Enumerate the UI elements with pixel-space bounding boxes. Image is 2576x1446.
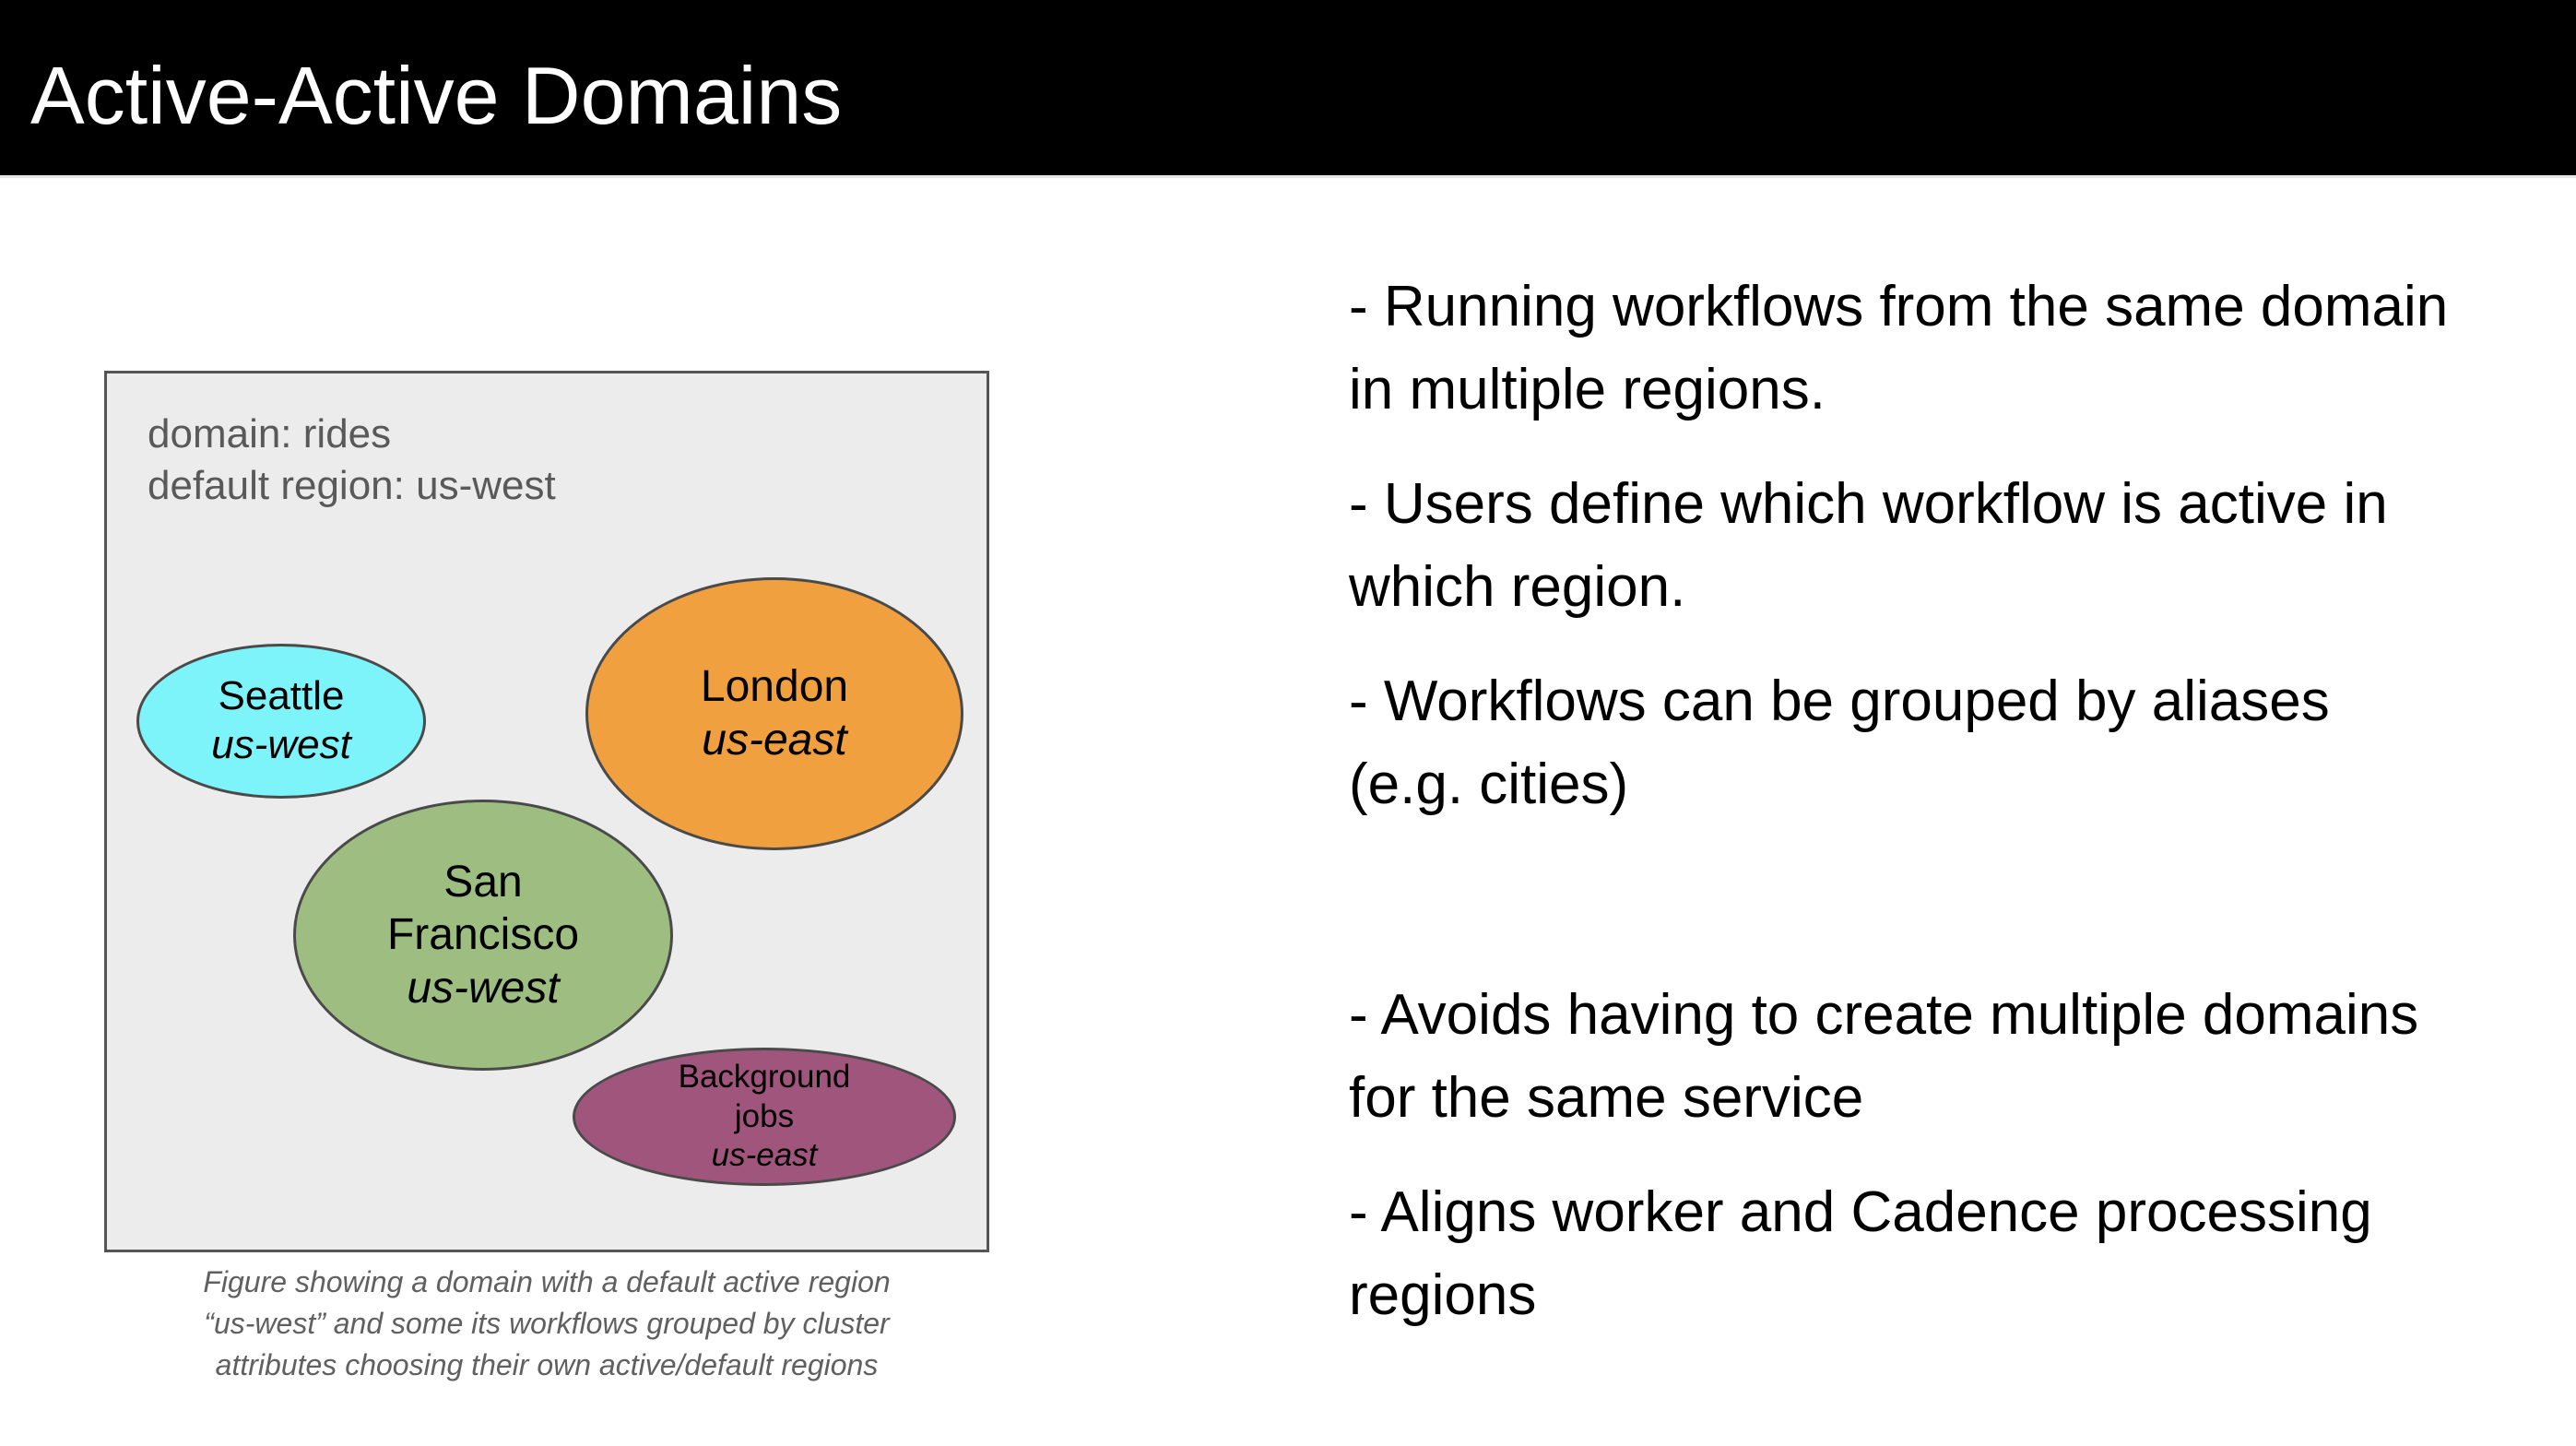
workflow-group-seattle: Seattle us-west xyxy=(136,644,426,799)
workflow-group-region: us-east xyxy=(711,1137,818,1174)
slide-header: Active-Active Domains xyxy=(0,0,2576,178)
workflow-group-name: Seattle xyxy=(218,673,345,719)
domain-box-labels: domain: rides default region: us-west xyxy=(148,411,556,508)
workflow-group-name: London xyxy=(700,662,849,712)
workflow-group-region: us-east xyxy=(702,716,847,764)
bullet-avoids-multiple-domains: - Avoids having to create multiple domai… xyxy=(1349,983,2419,1130)
slide-title: Active-Active Domains xyxy=(30,50,843,141)
bullet-users-define: - Users define which workflow is active … xyxy=(1349,472,2388,619)
bullet-aligns-regions: - Aligns worker and Cadence processing r… xyxy=(1349,1180,2372,1327)
domain-box: domain: rides default region: us-west Se… xyxy=(104,371,989,1252)
workflow-group-region: us-west xyxy=(211,722,351,767)
workflow-group-london: London us-east xyxy=(585,577,963,850)
bullet-grouped-by-aliases: - Workflows can be grouped by aliases (e… xyxy=(1349,670,2330,816)
workflow-group-region: us-west xyxy=(407,963,560,1013)
workflow-group-name: San Francisco xyxy=(386,857,580,960)
figure-caption: Figure showing a domain with a default a… xyxy=(203,1265,891,1381)
workflow-group-name: Background jobs xyxy=(678,1058,851,1134)
workflow-group-san-francisco: San Francisco us-west xyxy=(293,800,673,1071)
notes-column: - Running workflows from the same domain… xyxy=(1349,266,2520,1369)
workflow-group-background-jobs: Background jobs us-east xyxy=(573,1048,956,1186)
bullet-running-workflows: - Running workflows from the same domain… xyxy=(1349,275,2449,421)
